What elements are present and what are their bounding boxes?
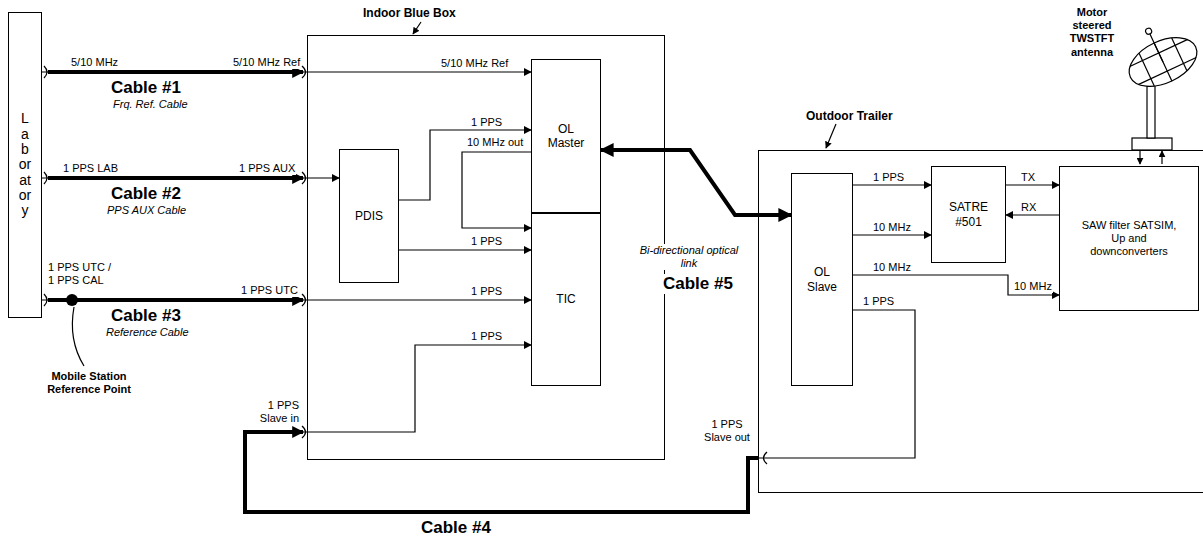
signal-label: 1 PPS LAB [62,162,119,175]
leader-line [72,307,84,366]
signal-label: 1 PPS Slave in [250,399,300,425]
signal-label: 10 MHz [1013,280,1053,293]
box-heading: Indoor Blue Box [363,6,456,20]
edge-label: Cable #5 [662,274,734,294]
edge-label: RX [1020,201,1037,214]
signal-label: Cable #3 [110,306,182,326]
edge-label: 5/10 MHz Ref [440,57,509,70]
lab-box: Laboratory [8,12,42,318]
antenna-arrow [1161,151,1162,164]
signal-label: Cable #4 [420,518,492,538]
box-label: SATRE #501 [949,200,988,229]
antenna-mount [1147,86,1155,138]
box-label: Laboratory [18,111,32,219]
signal-label: Bi-directional optical link [636,244,742,270]
signal-line [853,184,931,185]
edge-label: 1 PPS [470,285,503,298]
signal-label: 1 PPS [862,295,895,308]
edge-label: 1 PPS [872,171,905,184]
signal-label: 1 PPS Slave out [698,418,756,444]
edge-label: 10 MHz [872,261,912,274]
signal-label: 1 PPS AUX [238,162,296,175]
signal-line [42,177,339,178]
antenna-dish [1121,28,1203,96]
process-box: OL Master [531,59,601,213]
signal-label: Cable #1 [110,78,182,98]
cable [245,432,758,512]
edge-label: 1 PPS [470,235,503,248]
antenna-arrow [1139,151,1140,164]
box-label: OL Slave [807,265,837,294]
antenna [1115,13,1203,150]
signal-label: Reference Cable [105,326,190,339]
signal-label: 5/10 MHz [70,56,119,69]
signal-label: 1 PPS UTC [240,284,299,297]
box-heading: Outdoor Trailer [806,109,893,123]
signal-label: PPS AUX Cable [106,204,187,217]
leader-arrow [826,124,836,148]
signal-label: Mobile Station Reference Point [36,370,142,396]
antenna-feed [1149,33,1163,62]
signal-line [399,130,531,200]
process-box: SAW filter SATSIM, Up and downconverters [1059,166,1199,311]
antenna-feed [1145,27,1153,35]
box-label: PDIS [355,209,383,223]
edge-label: TX [1020,171,1036,184]
edge-label: 10 MHz out [466,136,524,149]
signal-line [853,275,1059,295]
process-box: OL Slave [791,173,853,386]
box-label: OL Master [548,122,585,151]
signal-line [245,310,915,512]
box-label: SAW filter SATSIM, Up and downconverters [1079,219,1179,259]
signal-line [462,152,531,228]
signal-line [853,234,931,235]
box-label: TIC [556,292,575,306]
process-box: SATRE #501 [931,166,1006,263]
signal-label: Frq. Ref. Cable [112,98,189,111]
edge-label: 1 PPS [470,116,503,129]
trailer-box: OL Slave SATRE #501SAW filter SATSIM, Up … [758,150,1203,493]
signal-line [601,150,791,215]
signal-line [1006,184,1059,185]
signal-line [42,299,531,300]
leader-arrow [413,22,421,34]
signal-line [1006,214,1059,215]
antenna-base [1132,138,1172,150]
edge-label: 1 PPS [470,330,503,343]
process-box: PDIS [339,149,399,283]
dish-grid [1138,58,1196,85]
signal-label: 1 PPS UTC / 1 PPS CAL [47,261,119,287]
signal-label: Cable #2 [110,184,182,204]
signal-label: Motor steered TWSTFT antenna [1058,6,1126,59]
signal-line [399,249,531,250]
process-box: TIC [531,213,601,386]
signal-line [42,71,531,72]
edge-label: 10 MHz [872,221,912,234]
signal-label: 5/10 MHz Ref [232,56,301,69]
